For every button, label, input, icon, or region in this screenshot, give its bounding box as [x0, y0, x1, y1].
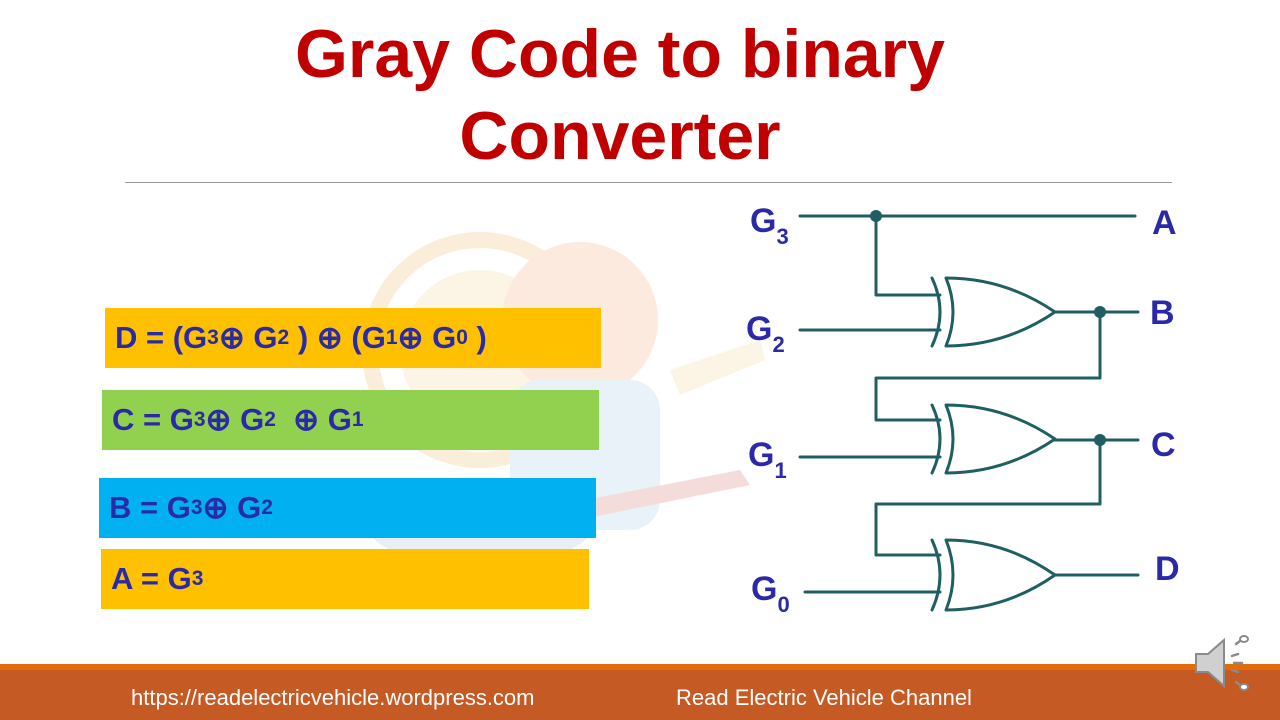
title-divider [125, 182, 1172, 183]
junction-dot-c [1094, 434, 1106, 446]
wire-g3-branch [874, 214, 942, 297]
speaker-icon[interactable] [1190, 632, 1256, 694]
xor-gate-1 [930, 276, 1057, 348]
output-label-c: C [1151, 426, 1176, 464]
xor-gate-2 [930, 403, 1057, 475]
footer-bar [0, 670, 1280, 720]
junction-dot-g3 [870, 210, 882, 222]
footer-stripe [0, 664, 1280, 670]
wire-c-feedback [874, 438, 1102, 557]
wire-b-feedback [874, 310, 1102, 422]
input-label-g2: G2 [746, 310, 785, 357]
xor-gate-3 [930, 538, 1057, 612]
output-label-d: D [1155, 550, 1180, 588]
input-label-g1: G1 [748, 436, 787, 483]
slide-title-line-2: Converter [459, 98, 781, 174]
output-label-b: B [1150, 294, 1175, 332]
footer-url[interactable]: https://readelectricvehicle.wordpress.co… [131, 685, 535, 710]
output-label-a: A [1152, 204, 1177, 242]
input-label-g0: G0 [751, 570, 790, 617]
footer-channel: Read Electric Vehicle Channel [676, 685, 972, 710]
slide-title-line-1: Gray Code to binary [295, 16, 945, 92]
input-label-g3: G3 [750, 202, 789, 249]
junction-dot-b [1094, 306, 1106, 318]
